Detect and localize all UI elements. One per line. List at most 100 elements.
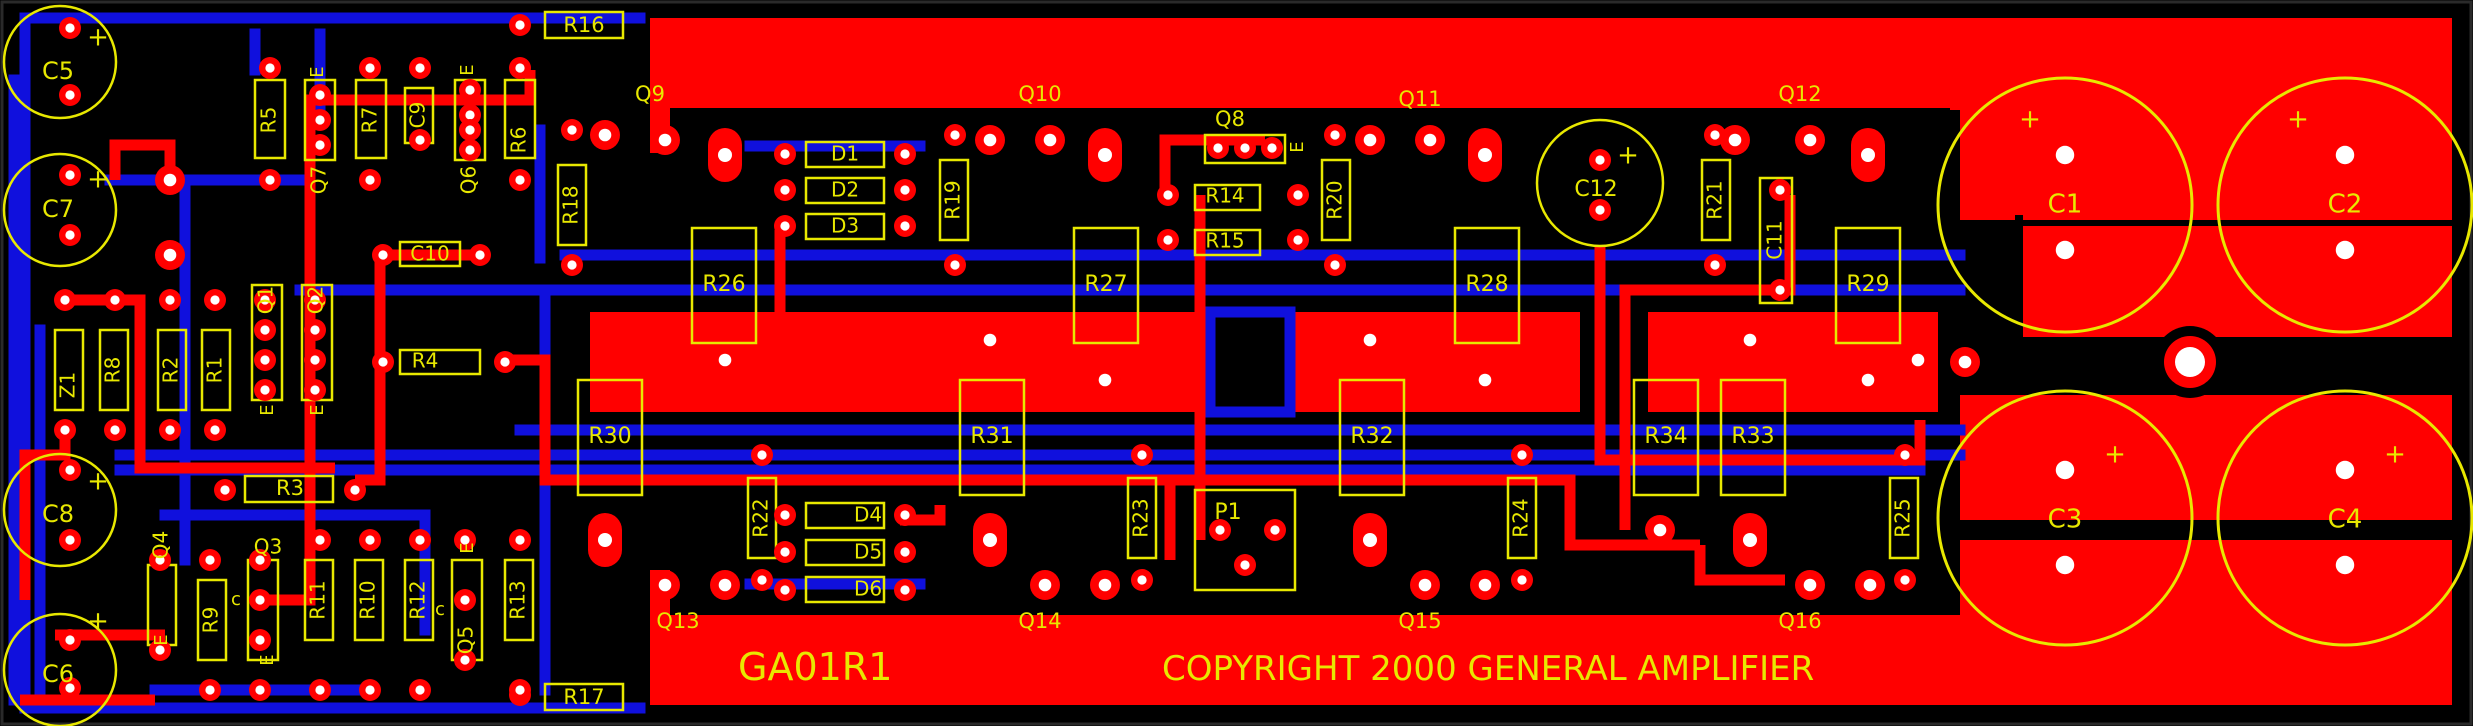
cap-pad [2043, 133, 2087, 177]
label-r7: R7 [358, 107, 382, 134]
pad-drill [515, 175, 525, 185]
pad-drill [65, 465, 75, 475]
label-r21: R21 [1703, 180, 1727, 219]
pad [1355, 125, 1385, 155]
label-q3: Q3 [254, 535, 282, 559]
pad [54, 289, 76, 311]
r20-outline [1320, 158, 1352, 242]
pad [59, 677, 81, 699]
pad-drill [780, 547, 790, 557]
pad [104, 289, 126, 311]
pad-drill [415, 535, 425, 545]
pad [254, 319, 276, 341]
pad-drill [110, 425, 120, 435]
pad-drill [1478, 373, 1492, 387]
pad-drill [1478, 578, 1492, 592]
pad [469, 244, 491, 266]
pad-drill [1270, 525, 1280, 535]
cap-pad [2043, 228, 2087, 272]
pin-e-label: E [307, 404, 328, 415]
pad [359, 679, 381, 701]
pad-drill [1137, 575, 1147, 585]
pad [304, 349, 326, 371]
pad-drill [210, 425, 220, 435]
pad-drill [315, 140, 325, 150]
label-r27: R27 [1084, 272, 1127, 297]
pad-drill [365, 535, 375, 545]
pad [561, 119, 583, 141]
c11-outline [1758, 176, 1794, 305]
z1-outline [53, 328, 85, 412]
pad-drill [1098, 148, 1112, 162]
pad-drill [1517, 450, 1527, 460]
c10-outline [398, 240, 462, 268]
top-trace [304, 70, 536, 200]
pad-drill [310, 295, 320, 305]
pad [454, 589, 476, 611]
r31-outline [958, 378, 1026, 497]
r18-outline [556, 163, 588, 247]
board-id-text: GA01R1 [738, 645, 892, 689]
pad-drill [1363, 133, 1377, 147]
pad [1234, 137, 1256, 159]
pad [1589, 149, 1611, 171]
pad-drill [260, 295, 270, 305]
label-c12: C12 [1574, 177, 1617, 202]
pad [1207, 137, 1229, 159]
pad-drill [2055, 555, 2075, 575]
pad [59, 629, 81, 651]
pad-drill [1330, 260, 1340, 270]
pad [249, 629, 271, 651]
pad-drill [983, 133, 997, 147]
pad [1645, 515, 1675, 545]
pad-drill [983, 333, 997, 347]
pad-drill [1900, 575, 1910, 585]
pad-drill [598, 533, 612, 547]
pad [304, 319, 326, 341]
pad [359, 169, 381, 191]
polarity-mark: + [87, 23, 109, 53]
r33-outline [1719, 378, 1787, 497]
label-c2: C2 [2328, 190, 2363, 220]
pad-drill [1653, 523, 1667, 537]
pad-drill [757, 575, 767, 585]
pad-drill [2335, 145, 2355, 165]
r28-outline [1453, 226, 1521, 345]
pad [344, 479, 366, 501]
pad-drill [315, 535, 325, 545]
pad [1795, 125, 1825, 155]
pad-drill [780, 149, 790, 159]
pad-drill [378, 357, 388, 367]
r10-outline [353, 558, 385, 642]
pad-drill [1038, 578, 1052, 592]
pad [155, 165, 185, 195]
label-r11: R11 [306, 580, 330, 619]
pad [459, 139, 481, 161]
pad [894, 179, 916, 201]
pad-drill [378, 250, 388, 260]
pad [1287, 184, 1309, 206]
pad [1090, 570, 1120, 600]
pad [1894, 569, 1916, 591]
label-r22: R22 [749, 498, 773, 537]
pour-gap-2 [1960, 520, 2452, 540]
pad [561, 254, 583, 276]
pad [159, 289, 181, 311]
r25-outline [1888, 476, 1920, 560]
pad [1720, 125, 1750, 155]
pad [249, 549, 271, 571]
pad-drill [65, 90, 75, 100]
label-r20: R20 [1323, 180, 1347, 219]
polarity-mark: + [2104, 440, 2126, 470]
pad [214, 479, 236, 501]
mounting-hole-drill [2175, 347, 2205, 377]
bottom-rail-pour [650, 470, 2452, 705]
pad-drill [1215, 525, 1225, 535]
pad [149, 639, 171, 661]
r1-outline [200, 328, 232, 412]
pad-drill [1163, 235, 1173, 245]
pad [259, 57, 281, 79]
pad-drill [598, 128, 612, 142]
r15-outline [1193, 228, 1262, 257]
